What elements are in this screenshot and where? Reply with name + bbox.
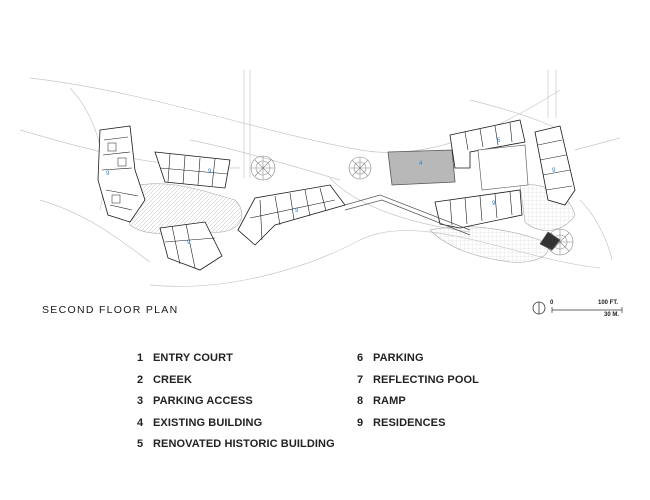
tree-symbols bbox=[250, 155, 574, 256]
scale-bar bbox=[551, 307, 623, 313]
legend-number: 1 bbox=[137, 352, 144, 364]
tag-residence-b: 9 bbox=[208, 169, 212, 175]
legend-label: RESIDENCES bbox=[373, 416, 446, 429]
legend-number: 2 bbox=[137, 373, 144, 386]
legend-item: 1 ENTRY COURT bbox=[137, 352, 367, 374]
legend-left-column: 1 ENTRY COURT 2 CREEK 3 PARKING ACCESS 4 EXISTI… bbox=[137, 352, 367, 460]
residence-building-b bbox=[154, 151, 231, 189]
legend-label: PARKING ACCESS bbox=[153, 395, 253, 407]
legend-label: RENOVATED HISTORIC BUILDING bbox=[153, 438, 335, 450]
residence-building-e bbox=[534, 125, 576, 206]
legend-item: 9 RESIDENCES bbox=[357, 417, 587, 439]
tag-residence-a: 9 bbox=[106, 171, 110, 177]
legend-number: 4 bbox=[137, 416, 144, 429]
legend-item: 5 RENOVATED HISTORIC BUILDING bbox=[137, 438, 367, 460]
legend-label: RAMP bbox=[373, 395, 406, 407]
legend-label: CREEK bbox=[153, 373, 193, 386]
reflecting-pool bbox=[477, 144, 529, 191]
residence-building-d bbox=[237, 184, 346, 246]
tag-renovated-building: 5 bbox=[497, 138, 501, 144]
legend-item: 8 RAMP bbox=[357, 395, 587, 417]
tag-residence-c: 9 bbox=[187, 240, 191, 246]
legend-item: 6 PARKING bbox=[357, 352, 587, 374]
legend-label: PARKING bbox=[373, 352, 424, 364]
legend-label: ENTRY COURT bbox=[153, 352, 233, 364]
legend-number: 8 bbox=[357, 395, 364, 407]
scale-meters-label: 30 M. bbox=[604, 312, 620, 318]
residence-building-c bbox=[159, 221, 223, 271]
tag-residence-d: 9 bbox=[295, 208, 299, 214]
legend-item: 4 EXISTING BUILDING bbox=[137, 417, 367, 439]
residence-building-f bbox=[434, 189, 523, 229]
north-arrow-icon bbox=[532, 301, 546, 315]
scale-feet-label: 100 FT. bbox=[598, 300, 619, 306]
tag-residence-f: 9 bbox=[492, 201, 496, 207]
residence-building-a bbox=[97, 125, 146, 223]
plan-title: SECOND FLOOR PLAN bbox=[42, 304, 179, 316]
legend-number: 5 bbox=[137, 438, 144, 450]
tag-residence-e: 9 bbox=[552, 168, 556, 174]
legend-number: 6 bbox=[357, 352, 364, 364]
legend-item: 2 CREEK bbox=[137, 374, 367, 396]
parking-ramp bbox=[344, 194, 561, 251]
legend-number: 3 bbox=[137, 395, 144, 407]
legend-label: EXISTING BUILDING bbox=[153, 416, 263, 429]
legend-item: 7 REFLECTING POOL bbox=[357, 374, 587, 396]
creek-landscape bbox=[119, 183, 576, 263]
legend-label: REFLECTING POOL bbox=[373, 373, 479, 386]
legend-right-column: 6 PARKING 7 REFLECTING POOL 8 RAMP 9 RESIDENCES bbox=[357, 352, 587, 438]
tag-existing-building: 4 bbox=[419, 161, 423, 167]
legend-number: 7 bbox=[357, 373, 364, 386]
legend-number: 9 bbox=[357, 416, 364, 429]
renovated-historic-building bbox=[449, 119, 526, 169]
scale-zero-label: 0 bbox=[550, 300, 554, 306]
legend-item: 3 PARKING ACCESS bbox=[137, 395, 367, 417]
existing-building bbox=[387, 149, 456, 186]
